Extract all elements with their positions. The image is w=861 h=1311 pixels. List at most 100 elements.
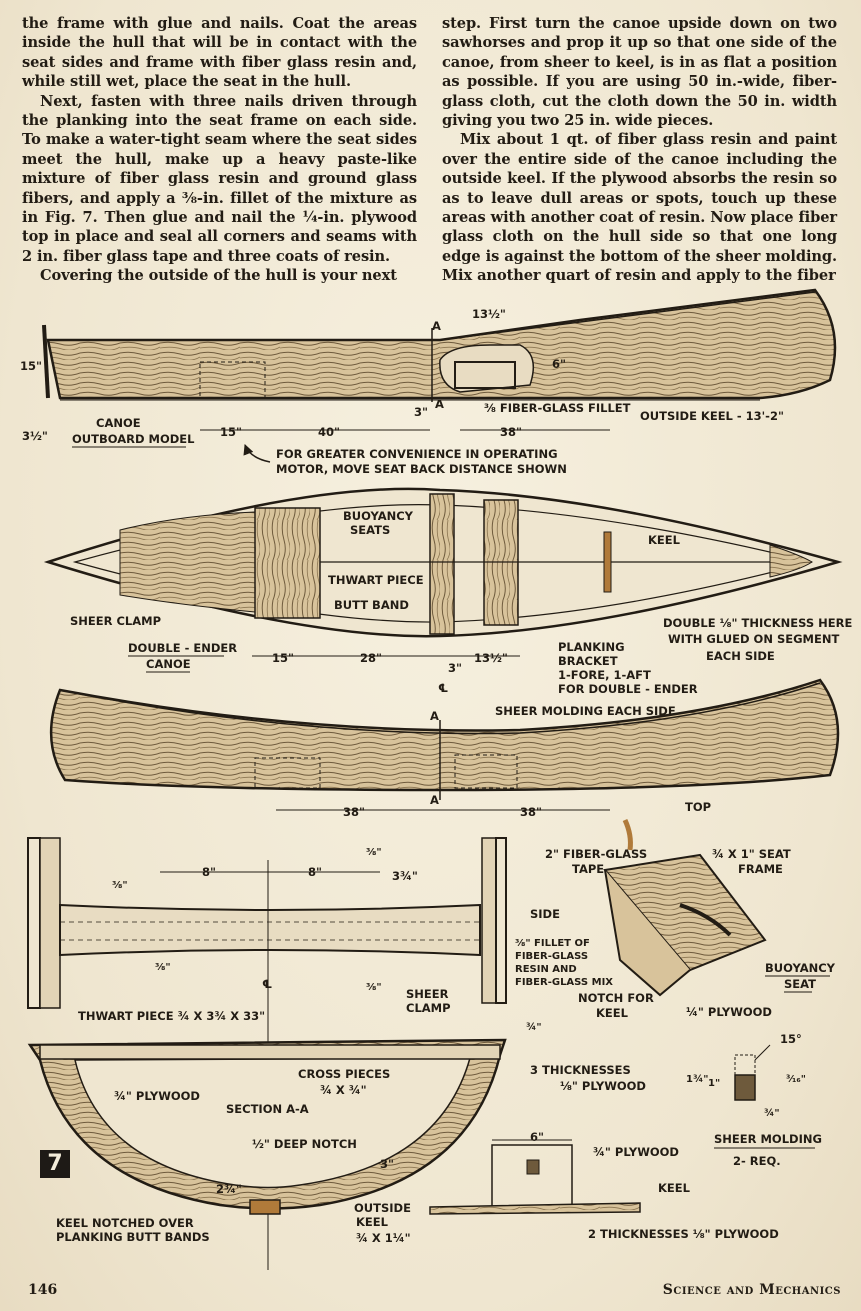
callout-label: 2" FIBER-GLASS (545, 847, 647, 861)
callout-label: ⅜" FILLET OF (515, 938, 590, 949)
callout-label: THWART PIECE (328, 573, 424, 587)
drawing-label: OUTBOARD MODEL (72, 432, 195, 446)
callout-label: THWART PIECE ¾ X 3¾ X 33" (78, 1009, 265, 1023)
callout-label: FOR DOUBLE - ENDER (558, 682, 698, 696)
note-text: EACH SIDE (706, 649, 775, 663)
outboard-canoe-elevation (42, 288, 837, 402)
dimension-label: 1¾" (686, 1074, 709, 1085)
centerline-mark: ℄ (262, 977, 272, 991)
page-number: 146 (28, 1282, 58, 1298)
callout-label: CROSS PIECES (298, 1067, 390, 1081)
callout-label: 2 THICKNESSES ⅛" PLYWOOD (588, 1227, 779, 1241)
drawing-label: SEAT (784, 977, 816, 991)
section-marker: A (435, 397, 444, 411)
callout-label: RESIN AND (515, 964, 577, 975)
callout-label: OUTSIDE KEEL - 13'-2" (640, 409, 784, 423)
dimension-label: ⅜" (155, 962, 171, 973)
callout-label: OUTSIDE (354, 1201, 411, 1215)
section-marker: A (432, 319, 441, 333)
callout-label: ¾" PLYWOOD (114, 1089, 200, 1103)
article-column-right: step. First turn the canoe upside down o… (442, 14, 837, 286)
dimension-label: 15° (780, 1032, 802, 1046)
dimension-label: 15" (20, 359, 42, 373)
buoyancy-seat-detail (603, 818, 767, 997)
callout-label: SHEER CLAMP (70, 614, 161, 628)
drawing-label: SHEER MOLDING (714, 1132, 822, 1146)
callout-label: SHEER (406, 987, 449, 1001)
callout-label: BUTT BAND (334, 598, 409, 612)
dimension-label: 1" (708, 1078, 720, 1089)
callout-label: TAPE (572, 862, 604, 876)
callout-label: SHEER MOLDING EACH SIDE (495, 704, 676, 718)
callout-label: KEEL (658, 1181, 691, 1195)
note-text: MOTOR, MOVE SEAT BACK DISTANCE SHOWN (276, 462, 567, 476)
callout-label: KEEL (648, 533, 681, 547)
callout-label: ⅛" PLYWOOD (560, 1079, 646, 1093)
article-column-left: the frame with glue and nails. Coat the … (22, 14, 417, 286)
side-elevation (49, 678, 840, 811)
callout-label: NOTCH FOR (578, 991, 654, 1005)
paragraph: Next, fasten with three nails driven thr… (22, 92, 417, 265)
callout-label: 3 THICKNESSES (530, 1063, 631, 1077)
callout-label: PLANKING BUTT BANDS (56, 1230, 210, 1244)
note-text: DOUBLE ⅛" THICKNESS HERE (663, 616, 852, 630)
keel-detail (429, 1139, 641, 1215)
dimension-label: 15" (220, 425, 242, 439)
dimension-label: 6" (530, 1130, 544, 1144)
double-ender-plan-view (43, 487, 843, 638)
thwart-detail (27, 837, 507, 1270)
callout-label: BUOYANCY (343, 509, 414, 523)
callout-label: ⅜ FIBER-GLASS FILLET (484, 401, 631, 415)
dimension-label: 2¾" (216, 1182, 242, 1196)
dimension-label: 15" (272, 651, 294, 665)
paragraph: step. First turn the canoe upside down o… (442, 15, 837, 130)
dimension-label: 3" (414, 405, 428, 419)
callout-label: ¼" PLYWOOD (686, 1005, 772, 1019)
dimension-label: 38" (500, 425, 522, 439)
drawing-label: 2- REQ. (733, 1154, 781, 1168)
callout-label: FRAME (738, 862, 783, 876)
paragraph: Mix about 1 qt. of fiber glass resin and… (442, 131, 837, 285)
magazine-name: Science and Mechanics (662, 1282, 841, 1298)
sheer-molding-detail (734, 1044, 771, 1101)
canoe-construction-drawing: A A 15" 3½" CANOE OUTBOARD MODEL 15" 40"… (20, 288, 852, 1270)
dimension-label: ⅜" (366, 847, 382, 858)
callout-label: KEEL (356, 1215, 389, 1229)
drawing-label: BUOYANCY (765, 961, 836, 975)
dimension-label: ¾" (764, 1108, 780, 1119)
dimension-label: 3" (448, 661, 462, 675)
note-text: FOR GREATER CONVENIENCE IN OPERATING (276, 447, 558, 461)
section-marker: A (430, 793, 439, 807)
callout-label: KEEL NOTCHED OVER (56, 1216, 194, 1230)
figure-number-badge: 7 (40, 1150, 70, 1178)
dimension-label: 13½" (472, 307, 506, 321)
callout-label: SIDE (530, 907, 560, 921)
callout-label: CLAMP (406, 1001, 451, 1015)
dimension-label: 13½" (474, 651, 508, 665)
callout-label: 1-FORE, 1-AFT (558, 668, 651, 682)
centerline-mark: ℄ (438, 681, 448, 695)
dimension-label: ⅜" (112, 880, 128, 891)
dimension-label: ¾" (526, 1022, 542, 1033)
callout-label: BRACKET (558, 654, 618, 668)
callout-label: ¾ X 1¼" (356, 1231, 411, 1245)
dimension-label: 3¾" (392, 869, 418, 883)
drawing-label: CANOE (146, 657, 191, 671)
dimension-label: 38" (520, 805, 542, 819)
callout-label: ½" DEEP NOTCH (252, 1137, 357, 1151)
dimension-label: 3½" (22, 429, 48, 443)
section-marker: A (430, 709, 439, 723)
callout-label: ¾ X ¾" (320, 1083, 367, 1097)
callout-label: PLANKING (558, 640, 625, 654)
dimension-label: 40" (318, 425, 340, 439)
dimension-label: ⅜" (366, 982, 382, 993)
callout-label: ¾ X 1" SEAT (712, 847, 791, 861)
dimension-label: 38" (343, 805, 365, 819)
callout-label: TOP (685, 800, 711, 814)
dimension-label: ³⁄₁₆" (786, 1074, 806, 1085)
dimension-label: 6" (552, 357, 566, 371)
paragraph: Covering the outside of the hull is your… (40, 267, 397, 285)
section-a-a (27, 1038, 507, 1215)
dimension-label: 28" (360, 651, 382, 665)
